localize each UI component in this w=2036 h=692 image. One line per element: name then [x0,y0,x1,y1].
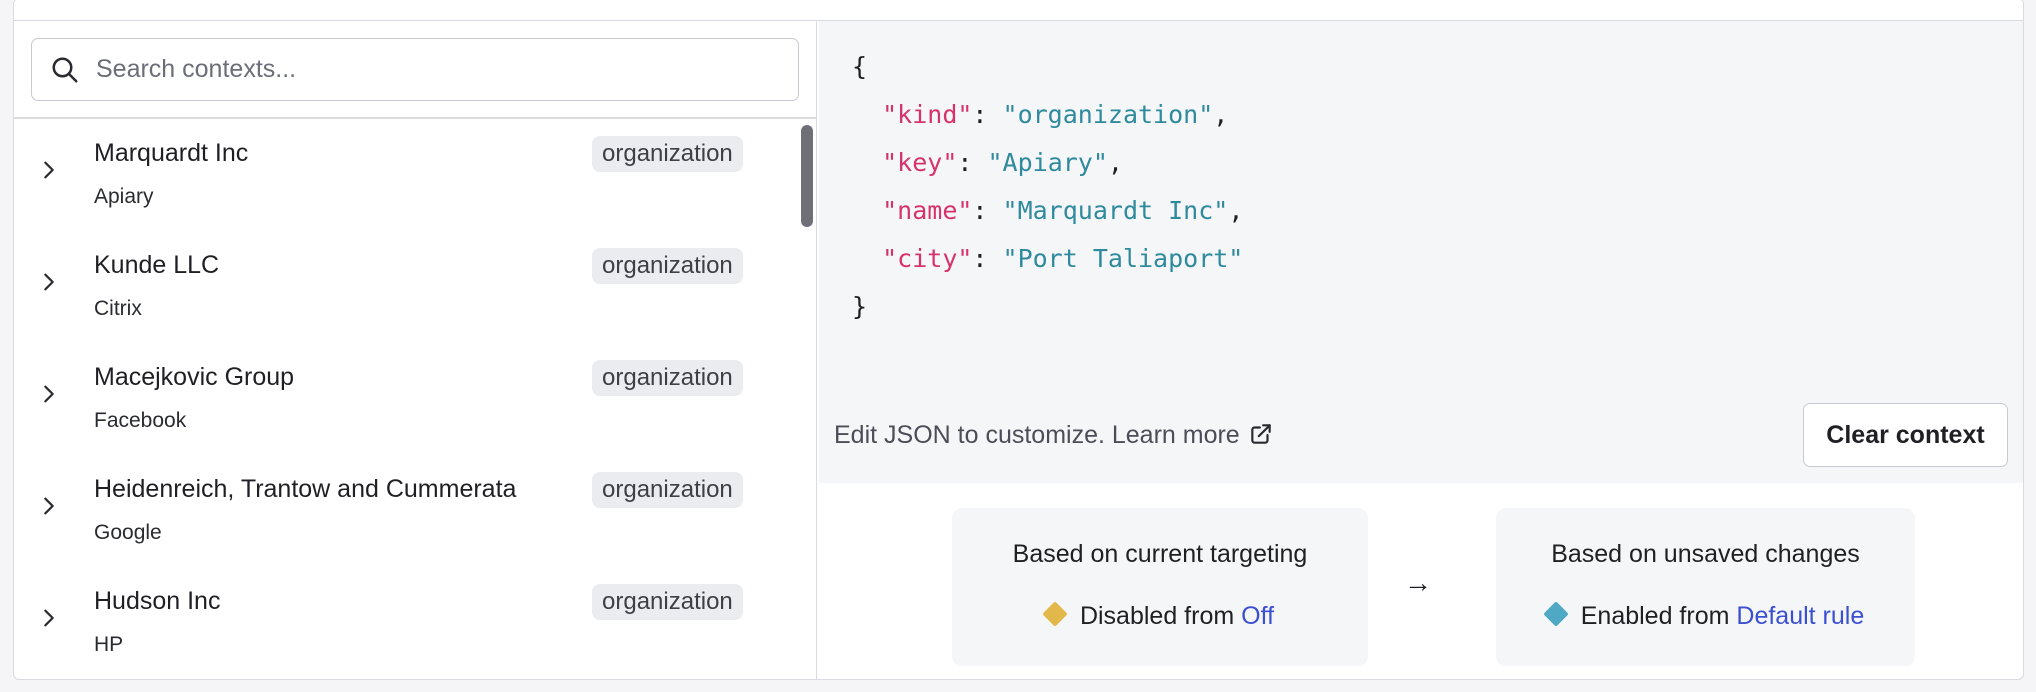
chevron-right-icon[interactable] [38,271,60,293]
list-scrollbar[interactable] [801,125,813,227]
status-source-link[interactable]: Off [1241,602,1275,630]
chevron-right-icon[interactable] [38,495,60,517]
context-list-pane: Marquardt Inc Apiary organization Kunde … [14,21,817,679]
json-code[interactable]: { "kind": "organization", "key": "Apiary… [852,52,1244,321]
card-title: Based on unsaved changes [1551,540,1860,568]
context-kind-badge: organization [592,584,743,620]
json-value: "organization" [1002,100,1214,129]
context-row[interactable]: Marquardt Inc Apiary organization [14,119,804,231]
card-status: Enabled from Default rule [1496,601,1915,631]
context-list: Marquardt Inc Apiary organization Kunde … [14,119,817,679]
diamond-icon [1543,601,1569,627]
context-row[interactable]: Heidenreich, Trantow and Cummerata Googl… [14,455,804,567]
external-link-icon[interactable] [1248,421,1274,447]
context-key: Google [94,521,162,544]
context-row[interactable]: Kunde LLC Citrix organization [14,231,804,343]
edit-hint-text[interactable]: Edit JSON to customize. Learn more [834,421,1240,449]
status-source-link[interactable]: Default rule [1736,602,1865,630]
context-name: Kunde LLC [94,251,220,279]
json-key: "name" [882,196,973,225]
chevron-right-icon[interactable] [38,607,60,629]
context-name: Marquardt Inc [94,139,249,167]
context-name: Heidenreich, Trantow and Cummerata [94,475,517,503]
current-targeting-card: Based on current targeting Disabled from… [952,508,1368,666]
diamond-icon [1042,601,1068,627]
json-key: "key" [882,148,958,177]
divider [14,117,817,119]
context-kind-badge: organization [592,472,743,508]
search-icon [52,57,78,83]
context-row[interactable]: Macejkovic Group Facebook organization [14,343,804,455]
context-row[interactable]: Hudson Inc HP organization [14,567,804,679]
search-input[interactable] [96,47,786,92]
context-name: Hudson Inc [94,587,221,615]
status-text: Disabled from [1079,602,1235,630]
chevron-right-icon[interactable] [38,159,60,181]
edit-hint[interactable]: Edit JSON to customize. Learn more [834,421,1274,450]
card-title: Based on current targeting [1012,540,1308,568]
context-key: HP [94,633,124,656]
context-kind-badge: organization [592,136,743,172]
context-kind-badge: organization [592,360,743,396]
chevron-right-icon[interactable] [38,383,60,405]
context-name: Macejkovic Group [94,363,295,391]
json-key: "city" [882,244,973,273]
status-text: Enabled from [1580,602,1730,630]
context-key: Facebook [94,409,187,432]
json-value: "Apiary" [987,148,1108,177]
json-open-brace: { [852,52,868,81]
arrow-right-icon: → [1404,567,1432,598]
unsaved-changes-card: Based on unsaved changes Enabled from De… [1496,508,1915,666]
context-key: Citrix [94,297,142,320]
clear-context-button[interactable]: Clear context [1803,403,2008,467]
search-box[interactable] [31,38,799,101]
json-close-brace: } [852,292,868,321]
context-key: Apiary [94,185,154,208]
context-kind-badge: organization [592,248,743,284]
json-editor[interactable]: { "kind": "organization", "key": "Apiary… [819,21,2023,483]
context-panel: Marquardt Inc Apiary organization Kunde … [13,0,2024,680]
json-value: "Port Taliaport" [1002,244,1244,273]
panel-top-bar [14,0,2023,21]
context-detail-pane: { "kind": "organization", "key": "Apiary… [819,21,2023,679]
json-key: "kind" [882,100,973,129]
json-value: "Marquardt Inc" [1002,196,1229,225]
card-status: Disabled from Off [952,601,1368,631]
